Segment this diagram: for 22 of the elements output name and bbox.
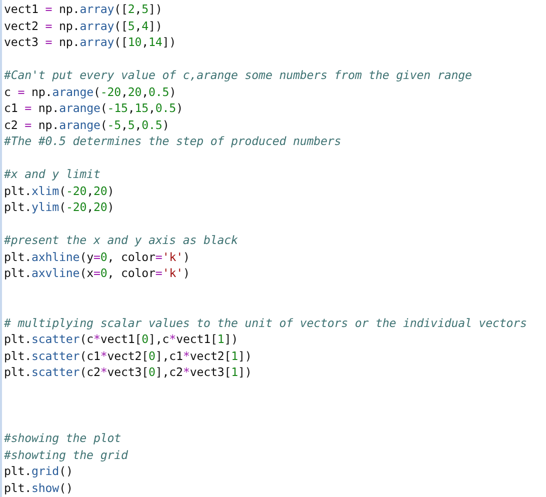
code-line: plt.ylim(-20,20) <box>4 200 114 215</box>
code-comment: #x and y limit <box>4 167 100 182</box>
code-line: c = np.arange(-20,20,0.5) <box>4 84 176 100</box>
code-comment: #The #0.5 determines the step of produced numbers <box>4 134 342 149</box>
code-line: plt.scatter(c2*vect3[0],c2*vect3[1]) <box>4 365 252 380</box>
code-line: plt.scatter(c*vect1[0],c*vect1[1]) <box>4 332 238 347</box>
code-line: plt.axvline(x=0, color='k') <box>4 266 190 281</box>
code-line: plt.xlim(-20,20) <box>4 184 114 198</box>
code-line: vect2 = np.array([5,4]) <box>4 18 162 34</box>
code-line: vect3 = np.array([10,14]) <box>4 35 176 50</box>
code-comment: #showing the plot <box>4 431 121 446</box>
code-line: plt.grid() <box>4 464 73 479</box>
code-comment: #present the x and y axis as black <box>4 233 238 248</box>
code-comment: #Can't put every value of c,arange some numbers from the given range <box>4 68 472 83</box>
code-line: plt.scatter(c1*vect2[0],c1*vect2[1]) <box>4 348 252 364</box>
code-line: c2 = np.arange(-5,5,0.5) <box>4 118 170 132</box>
code-line: c1 = np.arange(-15,15,0.5) <box>4 101 183 116</box>
code-line: plt.axhline(y=0, color='k') <box>4 250 190 264</box>
code-comment: # multiplying scalar values to the unit of vectors or the individual vectors <box>4 316 527 330</box>
code-comment: #showting the grid <box>4 448 128 462</box>
code-line: plt.show() <box>4 480 73 496</box>
code-line: vect1 = np.array([2,5]) <box>4 2 162 17</box>
